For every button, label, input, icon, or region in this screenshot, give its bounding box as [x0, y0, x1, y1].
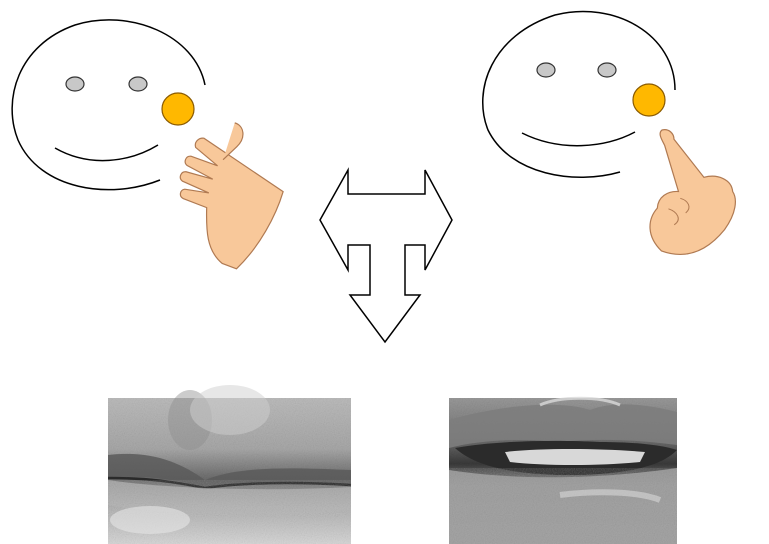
double-headed-arrow-with-down-arrow-icon	[320, 170, 452, 342]
left-face-button	[162, 93, 194, 125]
pointing-finger-hand-icon	[609, 127, 754, 273]
open-palm-hand-icon	[151, 110, 304, 274]
open-lips-grayscale-photo	[449, 398, 677, 544]
right-face	[483, 12, 675, 178]
closed-lips-grayscale-photo	[108, 385, 351, 544]
left-face-eye-left	[66, 77, 84, 91]
left-face-mouth	[55, 145, 158, 161]
left-face	[12, 20, 205, 190]
right-face-eye-right	[598, 63, 616, 77]
left-face-eye-right	[129, 77, 147, 91]
right-face-mouth	[522, 132, 635, 146]
right-face-button	[633, 84, 665, 116]
right-face-eye-left	[537, 63, 555, 77]
